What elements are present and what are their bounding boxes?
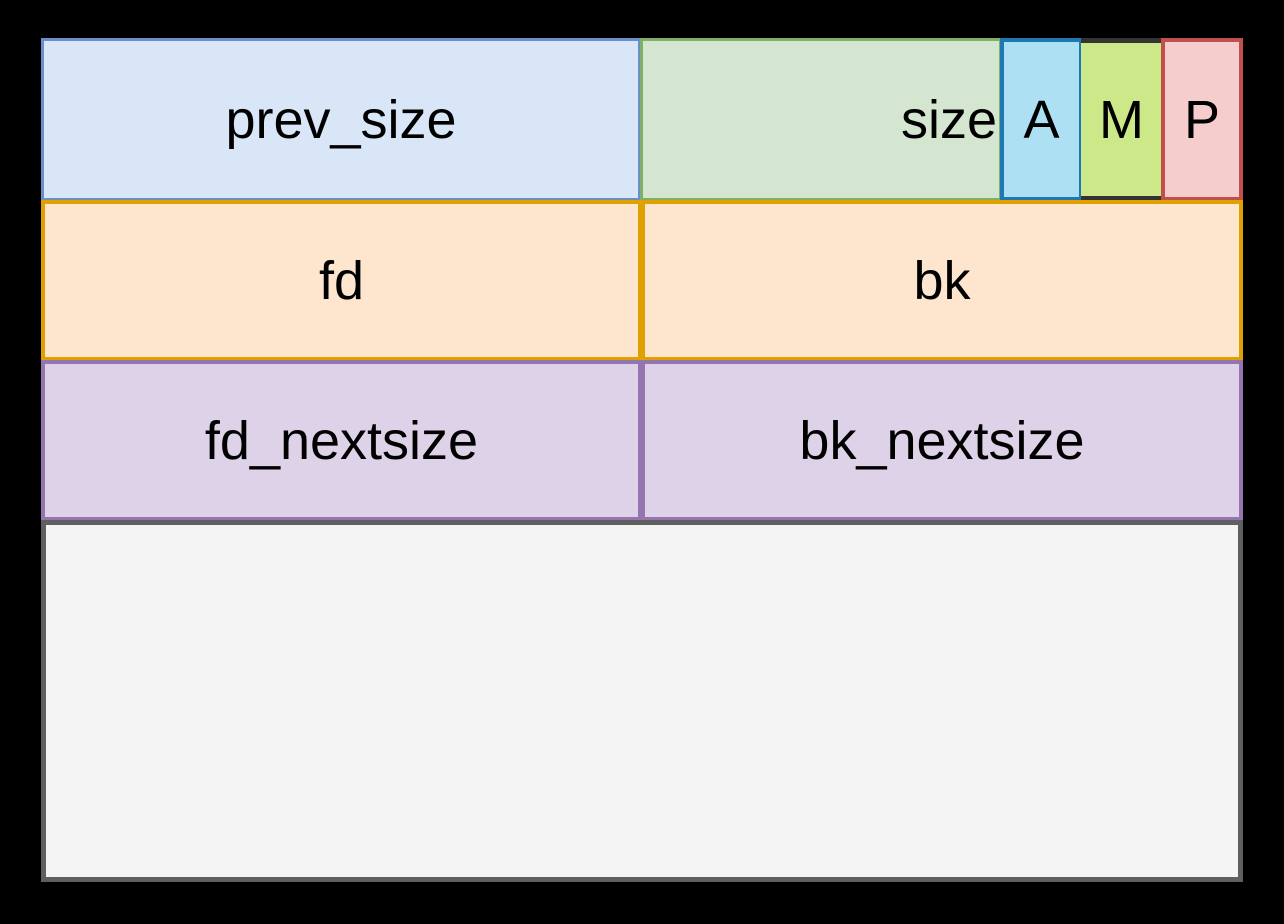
field-flag-p-label: P	[1183, 89, 1221, 150]
field-flag-a: A	[1000, 38, 1083, 201]
field-bk-nextsize: bk_nextsize	[641, 360, 1243, 521]
field-size-label: size	[900, 89, 997, 150]
field-flag-m-label: M	[1099, 89, 1144, 150]
field-fd-nextsize: fd_nextsize	[41, 360, 642, 521]
field-flag-p: P	[1161, 38, 1243, 201]
field-prev-size-label: prev_size	[225, 89, 457, 150]
field-flag-m: M	[1081, 38, 1162, 201]
field-flag-a-label: A	[1023, 89, 1060, 150]
field-bk-nextsize-label: bk_nextsize	[799, 410, 1085, 471]
field-fd: fd	[41, 200, 642, 361]
field-size: size	[640, 38, 1002, 201]
field-fd-label: fd	[318, 250, 365, 311]
field-prev-size: prev_size	[41, 38, 641, 201]
field-user-data-region	[41, 520, 1243, 882]
field-fd-nextsize-label: fd_nextsize	[204, 410, 479, 471]
field-bk: bk	[641, 200, 1243, 361]
field-bk-label: bk	[913, 250, 971, 311]
